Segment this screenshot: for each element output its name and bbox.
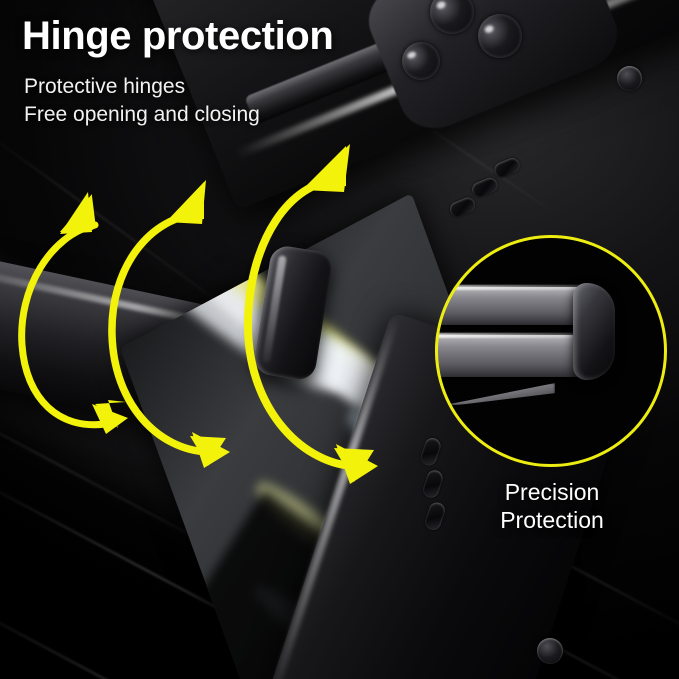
speaker-cutout-pill — [469, 175, 500, 200]
callout-caption: Precision Protection — [448, 478, 656, 534]
speaker-cutout-pill — [447, 195, 478, 219]
speaker-cutout-pill — [492, 155, 522, 180]
magnifier-ring — [435, 235, 667, 467]
bottom-right-round-cutout — [537, 638, 563, 664]
subtitle-line-1: Protective hinges — [24, 75, 186, 98]
speaker-cutout-pill — [420, 468, 445, 500]
page-title: Hinge protection — [22, 14, 334, 58]
callout-caption-line-2: Protection — [500, 507, 604, 534]
callout-caption-line-1: Precision — [504, 479, 600, 505]
speaker-cutout-pill — [423, 500, 447, 533]
top-right-round-cutout — [617, 66, 642, 91]
subtitle-line-2: Free opening and closing — [24, 103, 260, 126]
